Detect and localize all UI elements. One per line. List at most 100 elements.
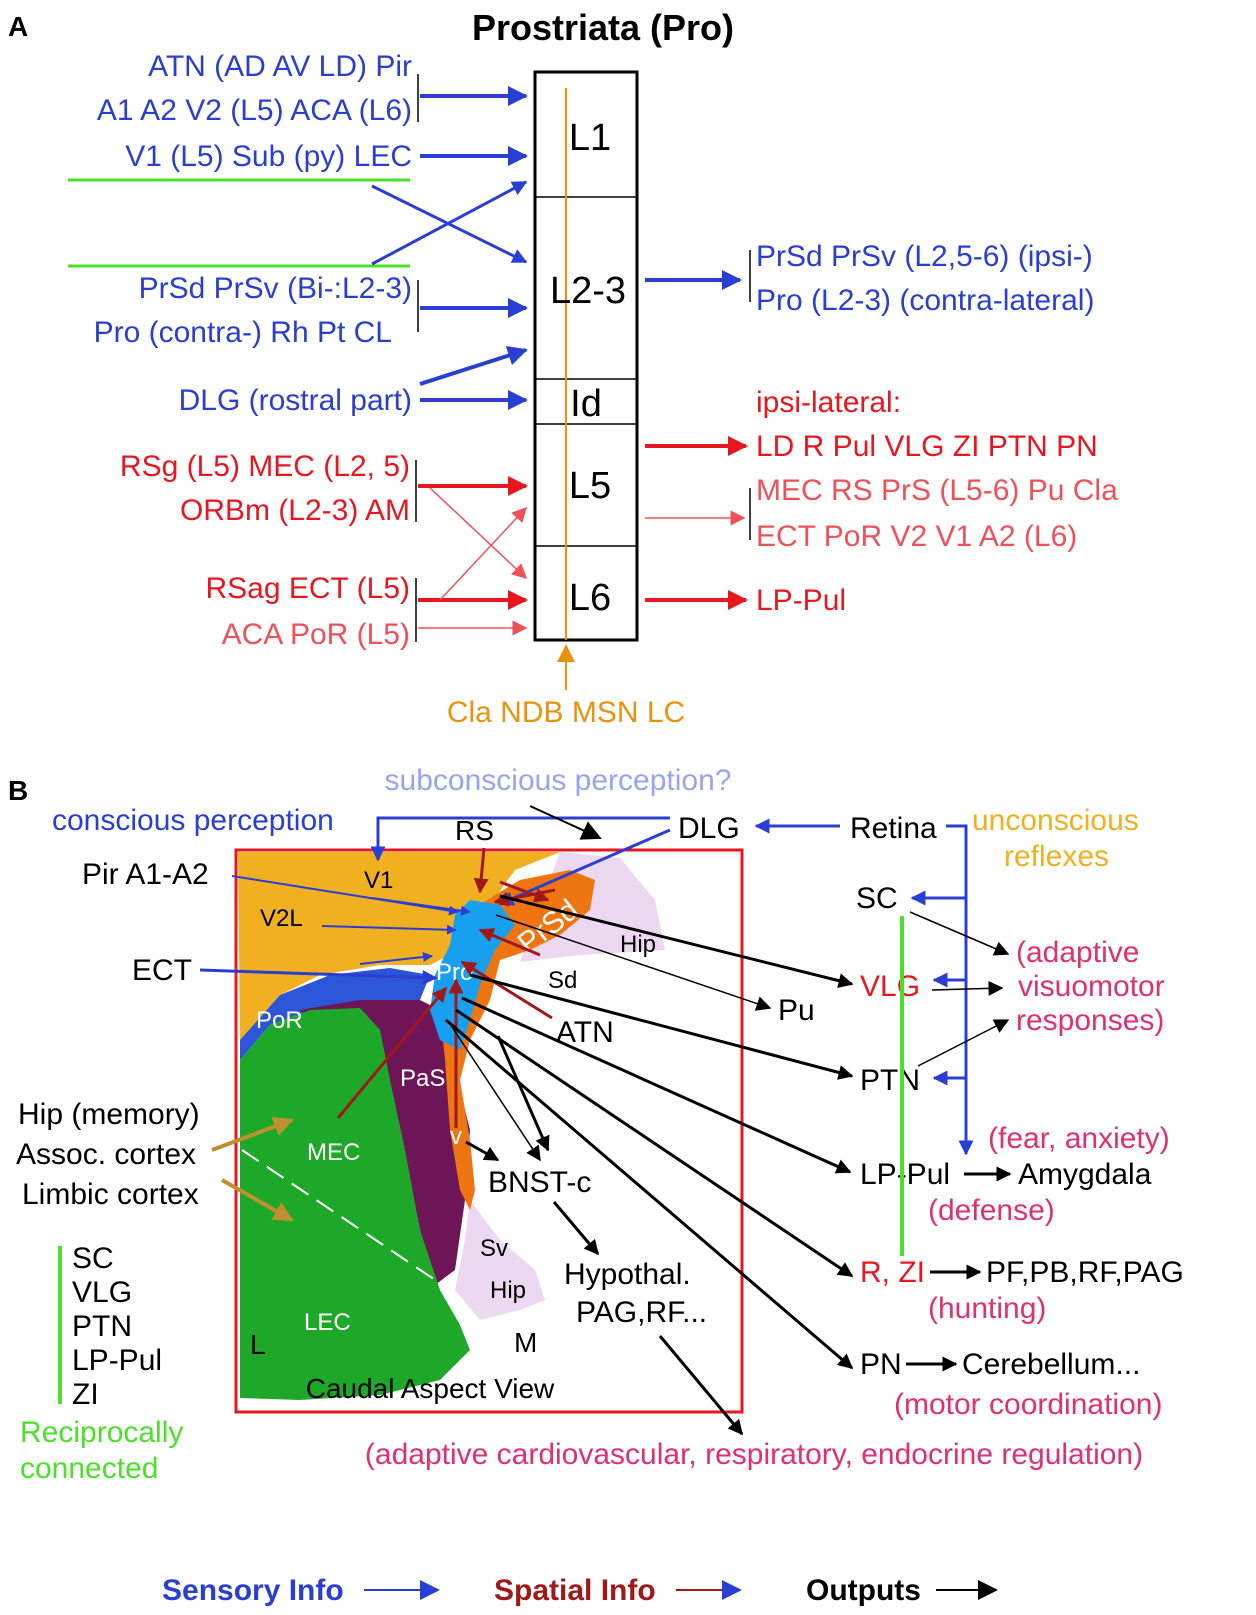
pu-label: Pu [778,994,815,1027]
output-prsd: PrSd PrSv (L2,5-6) (ipsi-) [756,240,1093,273]
adaptive-2: visuomotor [1018,970,1165,1003]
arrow [370,816,670,862]
pn-label: PN [860,1348,902,1381]
dashed-divider [241,1149,451,1291]
label-v1: V1 [364,867,393,894]
arrow [429,487,528,580]
input-orbm: ORBm (L2-3) AM [180,494,410,527]
pir-label: Pir A1-A2 [82,858,209,891]
arrow-gold [221,1178,294,1222]
arrow [909,911,1010,956]
recip-item: SC [72,1242,114,1275]
arrow [336,986,448,1119]
input-acapor: ACA PoR (L5) [222,618,410,651]
output-ld-list: LD R Pul VLG ZI PTN PN [756,430,1098,463]
pag-label: PAG,RF... [576,1296,707,1329]
label-lec: LEC [304,1309,351,1336]
arrow [658,1335,744,1436]
output-ect-list: ECT PoR V2 V1 A2 (L6) [756,520,1077,553]
recip-item: ZI [72,1378,99,1411]
arrow [461,996,852,1174]
arrow [946,824,974,1156]
bnst-label: BNST-c [488,1166,591,1199]
region-pas-purple [300,1000,470,1285]
region-lec-green [240,1008,470,1400]
arrow [465,1140,500,1162]
arrow [931,980,1004,996]
input-a1a2: A1 A2 V2 (L5) ACA (L6) [97,94,412,127]
input-dlg: DLG (rostral part) [179,384,412,417]
label-l: L [250,1329,266,1360]
output-lp-pul: LP-Pul [756,584,846,617]
input-rsg: RSg (L5) MEC (L2, 5) [120,450,410,483]
hypothal-label: Hypothal. [564,1258,691,1291]
layer-label-l5: L5 [569,465,611,507]
layer-label-l1: L1 [569,117,611,159]
panel-a-letter: A [8,11,28,42]
label-mec: MEC [307,1139,360,1166]
retina-label: Retina [850,812,937,845]
arrow [439,506,528,601]
region-gold-cortex [238,852,560,1040]
input-procontra: Pro (contra-) Rh Pt CL [94,316,392,349]
recip-item: PTN [72,1310,132,1343]
rzi-label: R, ZI [860,1256,925,1289]
arrow [499,880,550,903]
spatial-arrows [336,847,556,1128]
recip-label-1: Reciprocally [20,1416,183,1449]
fear-label: (fear, anxiety) [988,1122,1170,1155]
region-labels: V1 V2L RS Sd Hip Sv Hip L M [250,815,656,1360]
label-rs: RS [455,815,494,846]
label-sv: Sv [480,1235,508,1262]
left-red-arrows [418,476,528,636]
arrow [469,973,854,1080]
sc-label: SC [856,882,898,915]
arrow [199,968,438,986]
adaptive-1: (adaptive [1016,936,1139,969]
arrow [231,875,459,916]
panel-b: B V1 V2L RS Sd Hip Sv Hip L M Pro PrSd P… [8,764,1184,1485]
legend-spatial: Spatial Info [494,1574,656,1607]
unconscious-label-1: unconscious [972,804,1139,837]
cardio-label: (adaptive cardiovascular, respiratory, e… [365,1438,1143,1471]
arrow [496,1035,550,1152]
recip-label-2: connected [20,1452,158,1485]
input-v1sub: V1 (L5) Sub (py) LEC [125,140,412,173]
ptn-label: PTN [860,1064,920,1097]
amygdala-label: Amygdala [1018,1158,1152,1191]
output-ipsi-title: ipsi-lateral: [756,386,901,419]
layer-label-id: Id [570,383,602,425]
arrow [449,1023,541,1162]
label-hip-top: Hip [620,931,656,958]
recip-list: SC VLG PTN LP-Pul ZI [72,1242,162,1411]
arrow-gold [211,1116,294,1152]
unconscious-label-2: reflexes [1004,840,1109,873]
defense-label: (defense) [928,1194,1055,1227]
limbic-label: Limbic cortex [22,1178,199,1211]
layer-label-l2-3: L2-3 [550,270,626,312]
label-por: PoR [256,1007,303,1034]
subconscious-label: subconscious perception? [385,764,732,797]
dlg-label: DLG [678,812,740,845]
arrow [371,180,528,266]
recip-item: VLG [72,1276,132,1309]
recip-item: LP-Pul [72,1344,162,1377]
hunting-label: (hunting) [928,1292,1046,1325]
input-atn: ATN (AD AV LD) Pir [148,50,412,83]
pf-list-label: PF,PB,RF,PAG [986,1256,1184,1289]
arrow [473,847,489,894]
arrow [419,345,528,386]
lp-pul-label: LP-Pul [860,1158,950,1191]
left-inputs: ATN (AD AV LD) Pir A1 A2 V2 (L5) ACA (L6… [94,50,412,417]
label-v: v [450,1123,462,1150]
conscious-label: conscious perception [52,804,334,837]
label-v2l: V2L [260,905,303,932]
legend-outputs: Outputs [806,1574,921,1607]
input-rsag: RSag ECT (L5) [205,572,410,605]
panel-b-letter: B [8,775,28,806]
arrow [495,914,772,1011]
arrow [552,1201,600,1256]
ect-label: ECT [132,954,192,987]
output-mec-list: MEC RS PrS (L5-6) Pu Cla [756,474,1118,507]
